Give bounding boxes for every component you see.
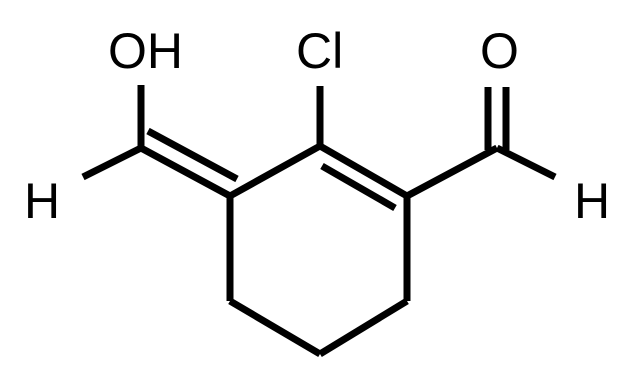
atom-label-o: O <box>480 23 519 79</box>
bond-ch-h <box>81 144 143 181</box>
bond-c6-c1 <box>228 142 322 200</box>
atom-labels: OH Cl O H H <box>24 23 610 229</box>
substituent-bonds <box>81 85 557 200</box>
bond-c6-exocyclic-double-second <box>146 127 239 183</box>
ring-bonds <box>226 142 411 358</box>
bond-c6-exocyclic-double <box>139 144 232 200</box>
atom-label-h-right: H <box>574 173 610 229</box>
bond-c2-cho <box>405 144 499 200</box>
atom-label-h-left: H <box>24 173 60 229</box>
atom-label-cl: Cl <box>296 23 343 79</box>
bond-c1-c2-inner <box>320 162 397 212</box>
atom-label-oh: OH <box>108 23 183 79</box>
bond-cho-h <box>495 144 557 181</box>
bond-c4-c5 <box>228 297 322 358</box>
bond-c3-c4 <box>318 298 409 357</box>
bond-c1-c2 <box>318 142 409 200</box>
